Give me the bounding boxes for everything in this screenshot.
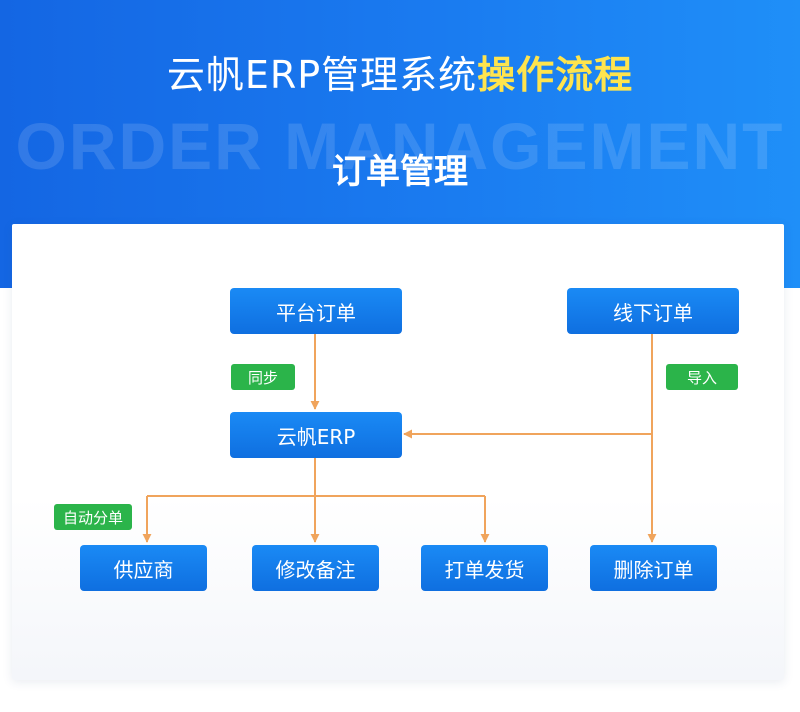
node-delete-order: 删除订单 [590,545,717,591]
node-edit-note: 修改备注 [252,545,379,591]
title-main: 云帆ERP管理系统 [166,53,478,97]
node-supplier: 供应商 [80,545,207,591]
page-title: 云帆ERP管理系统操作流程 [0,44,800,99]
node-yunfan-erp: 云帆ERP [230,412,402,458]
node-offline-order: 线下订单 [567,288,739,334]
tag-auto-split: 自动分单 [54,504,132,530]
title-highlight: 操作流程 [477,53,634,97]
node-print-ship: 打单发货 [421,545,548,591]
flowchart-card: 平台订单 线下订单 云帆ERP 供应商 修改备注 打单发货 删除订单 同步 导入… [12,224,784,680]
section-subtitle: 订单管理 [332,152,468,192]
tag-sync: 同步 [231,364,295,390]
watermark-text: ORDER MANAGEMENT [15,109,785,183]
flow-connectors [142,334,657,543]
tag-import: 导入 [666,364,738,390]
node-platform-order: 平台订单 [230,288,402,334]
